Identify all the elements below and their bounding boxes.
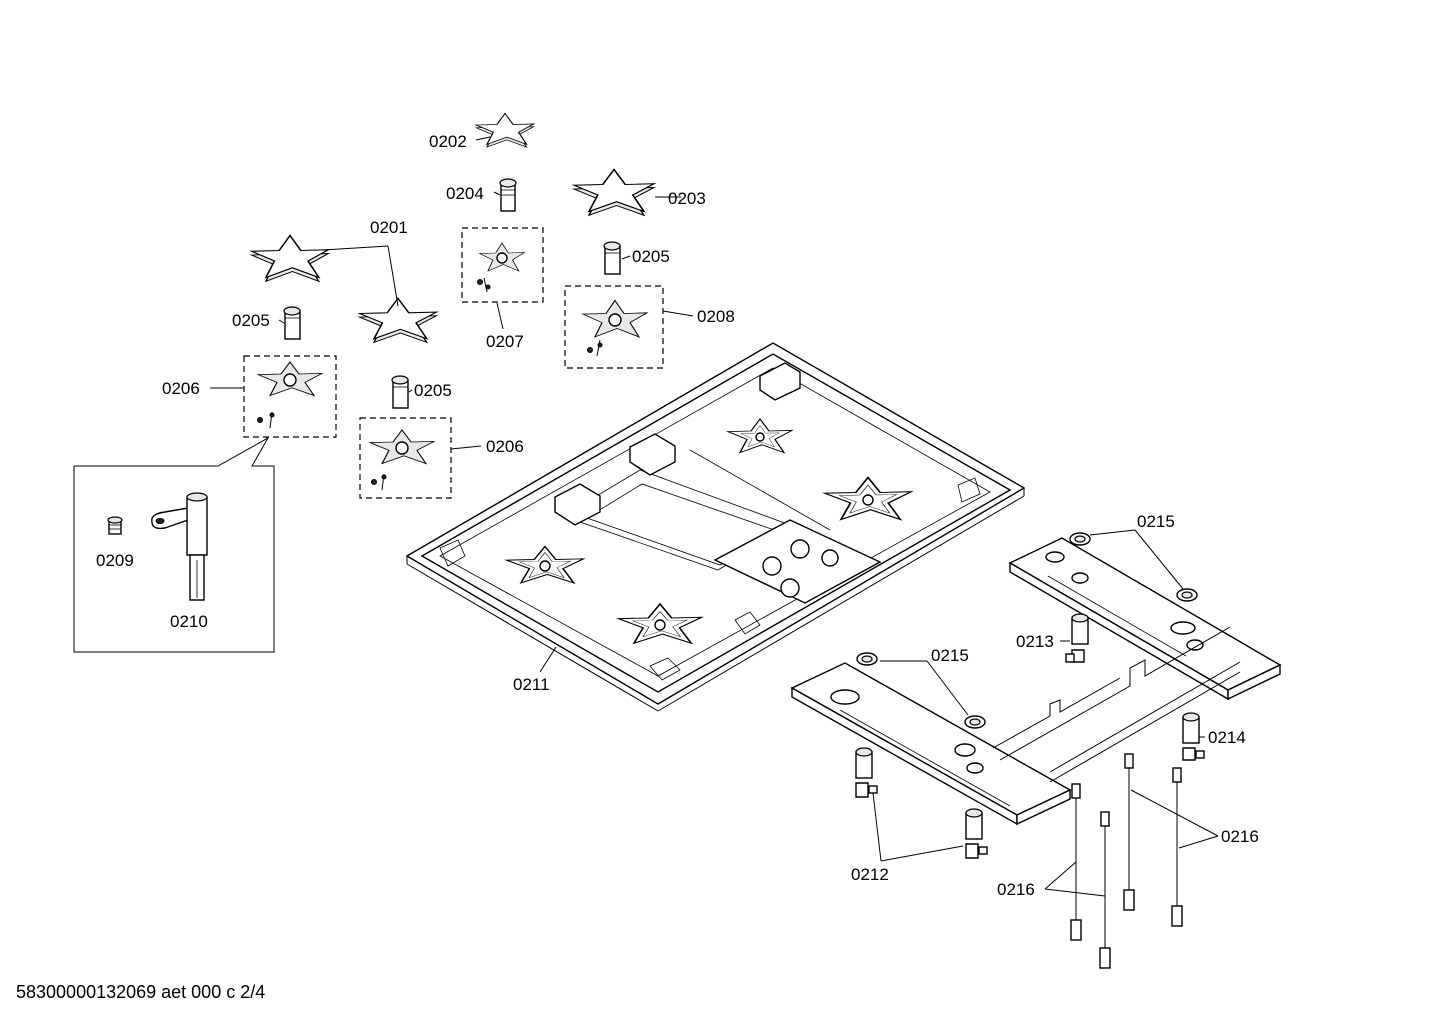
label-0216-right: 0216: [1221, 827, 1259, 846]
label-0207: 0207: [486, 332, 524, 351]
seal-ring-0215-b: [1176, 588, 1198, 602]
burner-crown-0205-middle: [391, 375, 409, 409]
leader-lines: [210, 136, 1219, 897]
thermocouple-0216-d: [1171, 767, 1183, 927]
burner-base-0206-left: [243, 355, 337, 438]
label-0212: 0212: [851, 865, 889, 884]
burner-crown-0204: [499, 178, 517, 212]
burner-base-0206-middle: [359, 417, 452, 499]
valve-fitting-0212-a: [855, 747, 878, 798]
seal-ring-0215-d: [964, 715, 986, 729]
label-0215-lower: 0215: [931, 646, 969, 665]
label-0215-upper: 0215: [1137, 512, 1175, 531]
label-0201: 0201: [370, 218, 408, 237]
burner-base-0207: [461, 227, 544, 303]
valve-fitting-0212-b: [965, 808, 988, 859]
burner-crown-0205-right: [603, 241, 621, 275]
gas-pipe-rails: [992, 626, 1241, 783]
label-0206-left: 0206: [162, 379, 200, 398]
label-0203: 0203: [668, 189, 706, 208]
cooktop-tray-0211: [405, 342, 1026, 712]
label-0211: 0211: [513, 675, 550, 694]
thermocouple-0216-b: [1099, 811, 1111, 969]
label-0205-right: 0205: [632, 247, 670, 266]
thermocouple-0216-c: [1123, 753, 1135, 911]
injector-holder-0210: [151, 492, 208, 601]
label-0213: 0213: [1016, 632, 1054, 651]
burner-cap-0202: [475, 112, 535, 148]
label-0204: 0204: [446, 184, 484, 203]
burner-cap-0203: [573, 168, 655, 216]
label-0210: 0210: [170, 612, 208, 631]
label-0209: 0209: [96, 551, 134, 570]
label-0205-middle: 0205: [414, 381, 452, 400]
label-0202: 0202: [429, 132, 467, 151]
label-0208: 0208: [697, 307, 735, 326]
label-0205-left: 0205: [232, 311, 270, 330]
label-0206-middle: 0206: [486, 437, 524, 456]
detail-inset: [73, 436, 275, 653]
burner-crown-0205-left: [283, 306, 301, 340]
screw-0209: [107, 516, 123, 535]
thermocouple-0216-a: [1070, 783, 1082, 941]
gas-rail-bracket-upper: [1008, 537, 1282, 701]
burner-cap-0201-a: [250, 234, 330, 282]
gas-rail-bracket-lower: [790, 662, 1072, 826]
drawing-reference: 58300000132069 aet 000 c 2/4: [16, 982, 265, 1002]
valve-fitting-0213: [1065, 613, 1089, 663]
burner-base-0208: [564, 285, 664, 369]
seal-ring-0215-c: [856, 652, 878, 666]
valve-fitting-0214: [1182, 712, 1205, 761]
label-0216-left: 0216: [997, 880, 1035, 899]
label-0214: 0214: [1208, 728, 1246, 747]
seal-ring-0215-a: [1069, 532, 1091, 546]
